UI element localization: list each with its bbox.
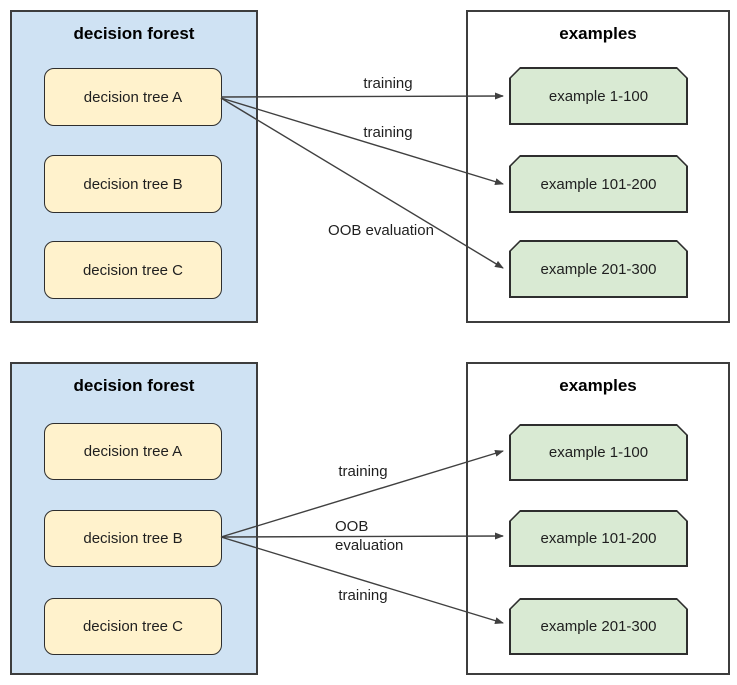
card-shape-fill	[511, 512, 687, 566]
examples-container-bottom: examples example 1-100 example 101-200 e…	[466, 362, 730, 675]
decision-forest-container-top: decision forest decision tree A decision…	[10, 10, 258, 323]
card-shape-fill	[511, 69, 687, 124]
example-label: example 1-100	[548, 444, 649, 461]
arrow-label-oob-evaluation-top: OOB evaluation	[328, 222, 434, 239]
arrow-treeA-example1-training	[220, 92, 504, 100]
example-label: example 201-300	[540, 260, 657, 278]
arrow-label-oob-evaluation-bottom: OOB evaluation	[335, 518, 404, 554]
example-label: example 101-200	[540, 530, 657, 547]
examples-container-top: examples example 1-100 example 101-200 e…	[466, 10, 730, 323]
forest-title-top: decision forest	[73, 24, 195, 43]
node-decision-tree-a-bottom: decision tree A	[44, 423, 222, 480]
arrow-label-training-1-bottom: training	[338, 463, 388, 480]
arrow-label-training-2-bottom: training	[338, 587, 388, 604]
arrow-label-training-1-top: training	[363, 75, 413, 92]
node-example-201-300-bottom: example 201-300	[509, 598, 688, 655]
card-shape-fill	[511, 426, 687, 480]
card-shape-fill	[511, 157, 687, 212]
node-example-101-200-bottom: example 101-200	[509, 510, 688, 567]
node-example-101-200-top: example 101-200	[509, 155, 688, 213]
decision-forest-container-bottom: decision forest decision tree A decision…	[10, 362, 258, 675]
examples-title-bottom: examples	[559, 376, 637, 395]
example-label: example 1-100	[548, 87, 649, 105]
node-decision-tree-c-top: decision tree C	[44, 241, 222, 299]
example-label: example 201-300	[540, 618, 657, 635]
node-example-1-100-top: example 1-100	[509, 67, 688, 125]
node-decision-tree-b-top: decision tree B	[44, 155, 222, 213]
forest-title-bottom: decision forest	[73, 376, 195, 395]
card-shape-fill	[511, 242, 687, 297]
examples-title-top: examples	[559, 24, 637, 43]
example-label: example 101-200	[540, 175, 657, 193]
card-shape-fill	[511, 600, 687, 654]
arrow-label-training-2-top: training	[363, 124, 413, 141]
node-example-201-300-top: example 201-300	[509, 240, 688, 298]
node-decision-tree-c-bottom: decision tree C	[44, 598, 222, 655]
node-decision-tree-b-bottom: decision tree B	[44, 510, 222, 567]
node-example-1-100-bottom: example 1-100	[509, 424, 688, 481]
node-decision-tree-a-top: decision tree A	[44, 68, 222, 126]
